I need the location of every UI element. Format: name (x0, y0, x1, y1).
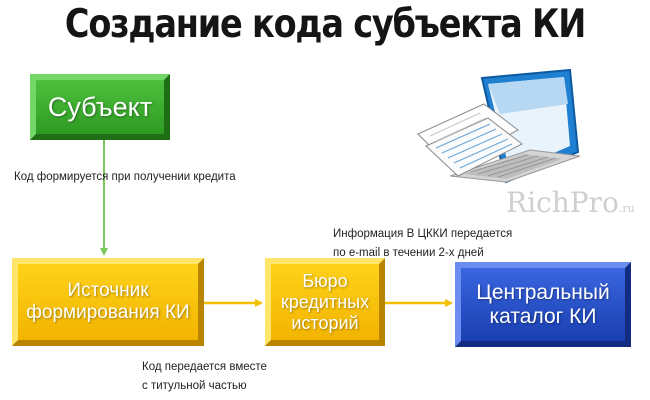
node-bureau-line-1: Бюро (302, 270, 348, 291)
node-source-line-2: формирования КИ (26, 302, 190, 323)
watermark-main: RichPro (506, 186, 619, 219)
note-info-sent-line-2: по e-mail в течении 2-х дней (333, 247, 484, 259)
watermark: RichPro.ru (506, 186, 635, 219)
node-catalog-line-1: Центральный (476, 280, 610, 304)
note-info-sent: Информация В ЦККИ передается по e-mail в… (333, 225, 512, 263)
laptop-document-icon (417, 68, 581, 184)
note-info-sent-line-1: Информация В ЦККИ передается (333, 228, 513, 240)
watermark-suffix: .ru (618, 202, 635, 215)
note-code-sent: Код передается вместе с титульной частью (142, 358, 267, 396)
node-bureau-line-3: историй (291, 312, 359, 333)
page-title: Создание кода субъекта КИ (64, 2, 586, 47)
note-code-sent-line-2: с титульной частью (142, 380, 247, 392)
node-source-line-1: Источник (67, 280, 149, 301)
node-bureau-line-2: кредитных (280, 291, 370, 312)
node-subject-label: Субъект (47, 91, 153, 122)
node-bureau: Бюро кредитных историй (265, 258, 385, 346)
note-code-formed: Код формируется при получении кредита (14, 171, 236, 183)
node-catalog-line-2: каталог КИ (489, 304, 597, 328)
node-source: Источник формирования КИ (12, 258, 204, 346)
note-code-sent-line-1: Код передается вместе (142, 361, 267, 373)
node-subject: Субъект (30, 74, 170, 140)
node-catalog: Центральный каталог КИ (455, 262, 631, 347)
